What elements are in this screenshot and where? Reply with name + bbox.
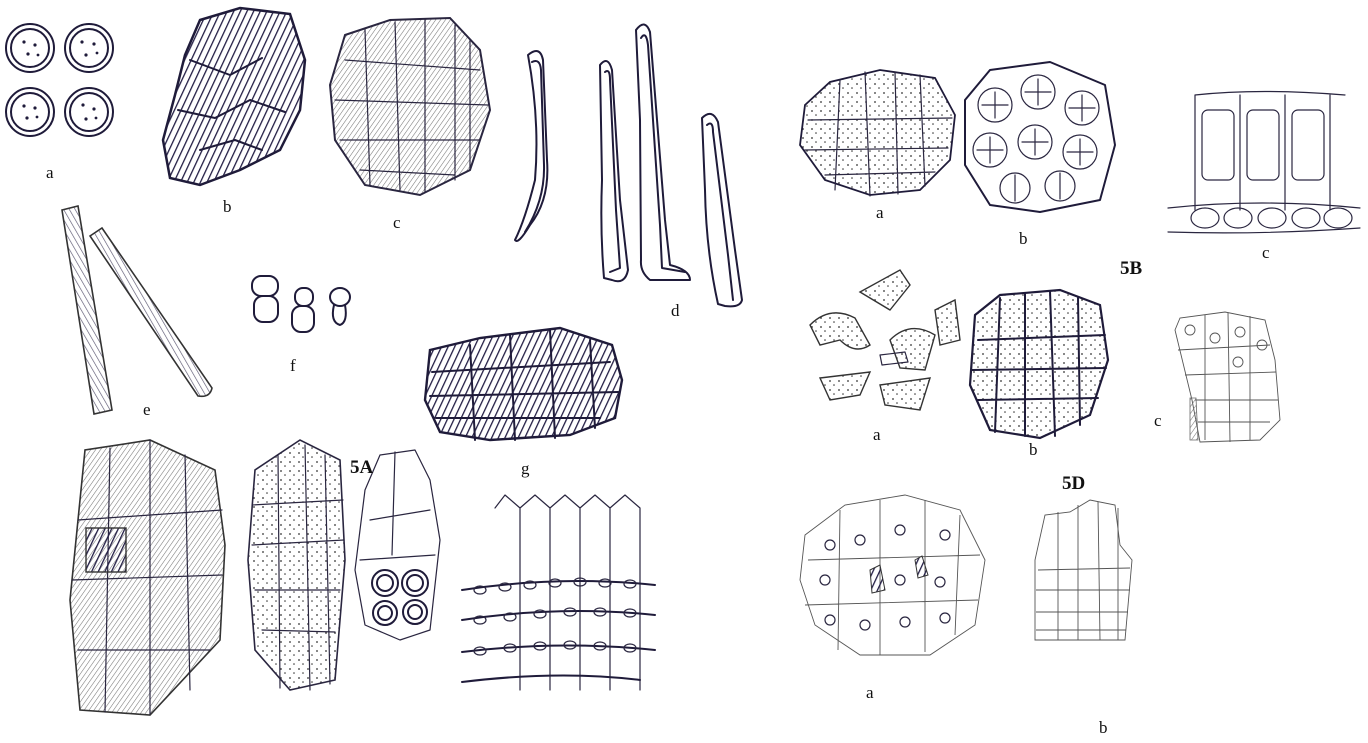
label-5d-a: a bbox=[873, 426, 881, 443]
label-5a-c: c bbox=[393, 214, 401, 231]
label-5a-e: e bbox=[143, 401, 151, 418]
fig-5a-g-striated-block bbox=[425, 328, 622, 440]
fig-5a-c-polygonal-cells bbox=[330, 18, 490, 195]
label-br-a: a bbox=[866, 684, 874, 701]
label-5d-b: b bbox=[1029, 441, 1038, 458]
fig-bottom-left-stone-cells bbox=[355, 450, 440, 640]
label-br-b: b bbox=[1099, 719, 1108, 736]
panel-heading-5b: 5B bbox=[1120, 259, 1142, 278]
label-5a-d: d bbox=[671, 302, 680, 319]
label-5b-a: a bbox=[876, 204, 884, 221]
fig-br-b-faint-tissue bbox=[1035, 500, 1132, 640]
fig-5d-b-dense-dotted-cells bbox=[970, 290, 1108, 438]
fig-5a-a-starch-grains bbox=[6, 24, 113, 136]
fig-5b-a-dotted-polygons bbox=[800, 70, 955, 196]
fig-bottom-left-parenchyma bbox=[248, 440, 345, 690]
label-5a-a: a bbox=[46, 164, 54, 181]
fig-br-a-cells-with-crystals bbox=[800, 495, 985, 655]
fig-bottom-left-beaded-rows bbox=[462, 495, 655, 690]
panel-heading-5a: 5A bbox=[350, 458, 373, 477]
fig-5a-e-fibres bbox=[62, 206, 212, 414]
label-5b-b: b bbox=[1019, 230, 1028, 247]
label-5b-c: c bbox=[1262, 244, 1270, 261]
label-5a-f: f bbox=[290, 357, 296, 374]
fig-5b-b-radial-cells bbox=[965, 62, 1115, 212]
fig-5d-c-epidermis-stomata bbox=[1175, 312, 1280, 442]
panel-heading-5d: 5D bbox=[1062, 474, 1085, 493]
fig-bottom-left-hatched-cells bbox=[70, 440, 225, 715]
fig-5a-f-small-cells bbox=[252, 276, 350, 332]
fig-5a-b-striated-fragment bbox=[163, 8, 305, 185]
label-5a-g: g bbox=[521, 460, 530, 477]
fig-5b-c-elongated-cells bbox=[1168, 92, 1360, 233]
fig-5d-a-irregular-cells bbox=[810, 270, 960, 410]
label-5a-b: b bbox=[223, 198, 232, 215]
label-5d-c: c bbox=[1154, 412, 1162, 429]
fig-5a-d-trichomes bbox=[515, 24, 742, 306]
